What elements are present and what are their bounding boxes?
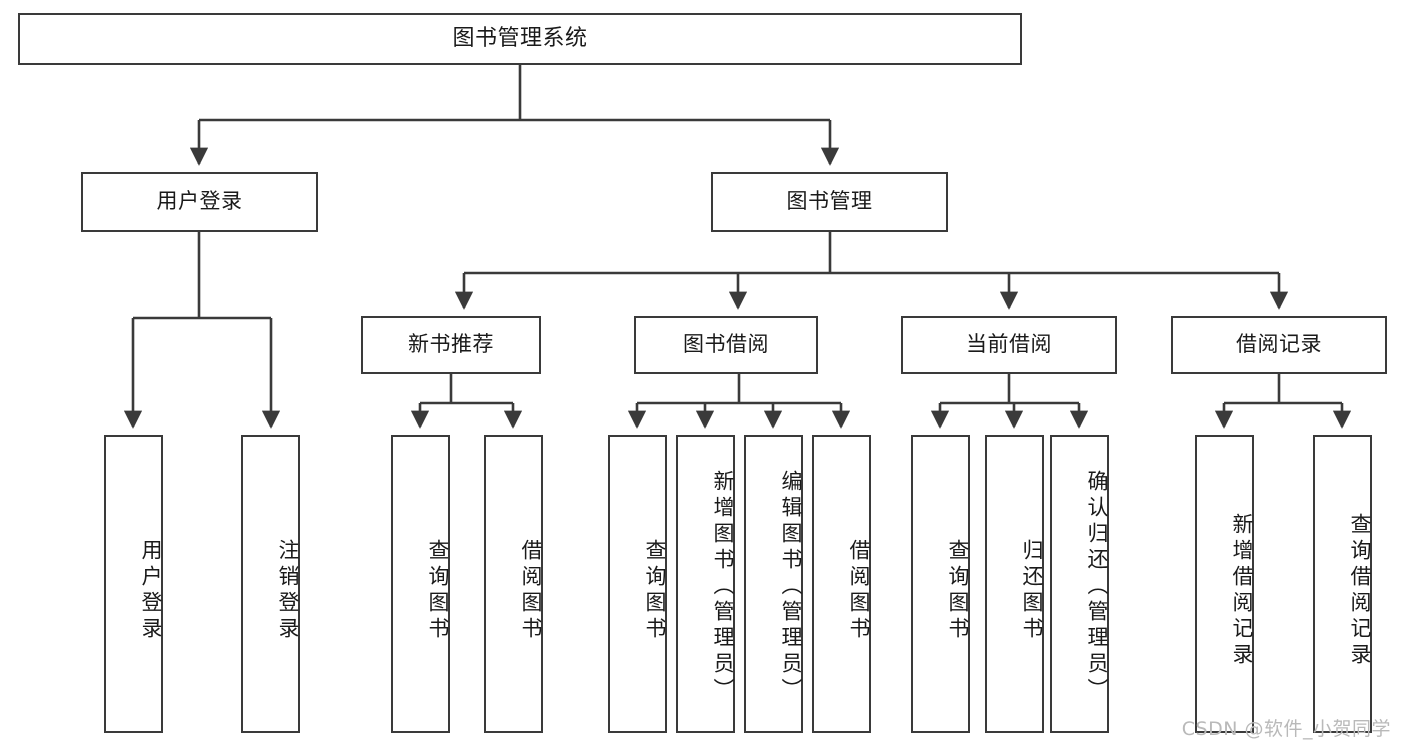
leaf-borrow-book-recommend[interactable]: 借阅图书 xyxy=(484,435,543,733)
node-label: 新增图书（管理员） xyxy=(711,470,735,704)
node-label: 注销登录 xyxy=(276,539,300,643)
node-user-login-module[interactable]: 用户登录 xyxy=(81,172,318,232)
leaf-query-borrow-record[interactable]: 查询借阅记录 xyxy=(1313,435,1372,733)
node-label: 图书管理系统 xyxy=(452,25,588,51)
node-new-book-recommend[interactable]: 新书推荐 xyxy=(361,316,541,374)
node-current-borrow[interactable]: 当前借阅 xyxy=(901,316,1117,374)
leaf-confirm-return-admin[interactable]: 确认归还（管理员） xyxy=(1050,435,1109,733)
node-label: 确认归还（管理员） xyxy=(1085,470,1109,704)
node-label: 图书借阅 xyxy=(683,332,769,357)
watermark: CSDN @软件_小贺同学 xyxy=(1181,718,1391,740)
node-label: 查询图书 xyxy=(426,539,450,643)
node-label: 借阅记录 xyxy=(1236,332,1322,357)
node-book-borrow[interactable]: 图书借阅 xyxy=(634,316,818,374)
node-label: 查询借阅记录 xyxy=(1348,513,1372,669)
leaf-logout[interactable]: 注销登录 xyxy=(241,435,300,733)
node-label: 用户登录 xyxy=(139,539,163,643)
leaf-query-book-current[interactable]: 查询图书 xyxy=(911,435,970,733)
node-label: 归还图书 xyxy=(1020,539,1044,643)
node-book-management-module[interactable]: 图书管理 xyxy=(711,172,948,232)
node-label: 借阅图书 xyxy=(847,539,871,643)
node-label: 查询图书 xyxy=(643,539,667,643)
node-label: 编辑图书（管理员） xyxy=(779,470,803,704)
node-label: 用户登录 xyxy=(156,189,243,214)
node-root-system[interactable]: 图书管理系统 xyxy=(18,13,1022,65)
node-label: 查询图书 xyxy=(946,539,970,643)
leaf-query-book-borrow[interactable]: 查询图书 xyxy=(608,435,667,733)
node-borrow-record[interactable]: 借阅记录 xyxy=(1171,316,1387,374)
node-label: 当前借阅 xyxy=(966,332,1052,357)
leaf-add-borrow-record[interactable]: 新增借阅记录 xyxy=(1195,435,1254,733)
leaf-borrow-book[interactable]: 借阅图书 xyxy=(812,435,871,733)
node-label: 新增借阅记录 xyxy=(1230,513,1254,669)
leaf-query-book-recommend[interactable]: 查询图书 xyxy=(391,435,450,733)
leaf-return-book[interactable]: 归还图书 xyxy=(985,435,1044,733)
leaf-user-login[interactable]: 用户登录 xyxy=(104,435,163,733)
node-label: 图书管理 xyxy=(786,189,873,214)
leaf-add-book-admin[interactable]: 新增图书（管理员） xyxy=(676,435,735,733)
leaf-edit-book-admin[interactable]: 编辑图书（管理员） xyxy=(744,435,803,733)
node-label: 借阅图书 xyxy=(519,539,543,643)
node-label: 新书推荐 xyxy=(408,332,494,357)
